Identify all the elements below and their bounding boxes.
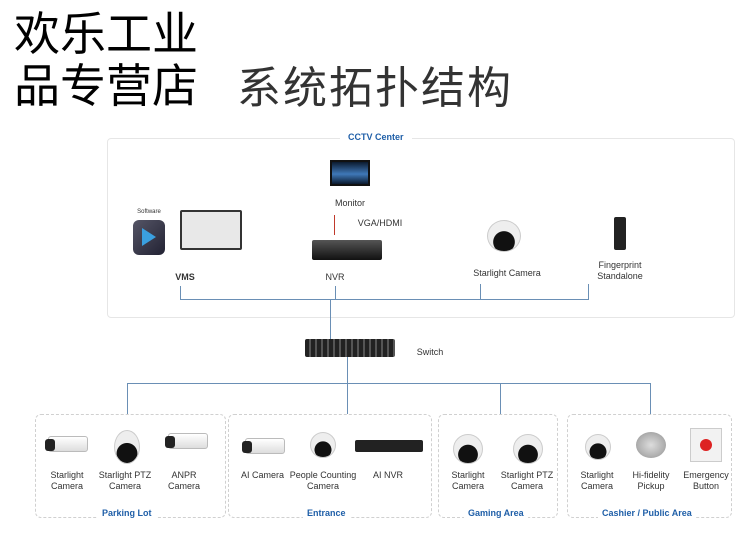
anpr-camera-icon <box>165 433 208 449</box>
emergency-button-icon <box>690 428 722 462</box>
software-tag: Software <box>137 209 161 215</box>
ptz-camera-icon <box>114 430 140 464</box>
connector <box>330 299 331 339</box>
page-title: 系统拓扑结构 <box>237 63 513 114</box>
fingerprint-label: Fingerprint Standalone <box>597 260 643 281</box>
starlight-camera-label: Starlight Camera <box>473 268 541 278</box>
ptz-camera-icon <box>513 434 543 464</box>
connector <box>347 357 348 384</box>
center-bus-line <box>180 299 589 300</box>
dome-camera-icon <box>487 220 521 252</box>
nvr-icon <box>312 240 382 260</box>
connector <box>650 383 651 414</box>
device-label: AI Camera <box>240 470 284 480</box>
connector <box>335 286 336 299</box>
device-label: ANPR Camera <box>167 470 200 491</box>
zone-parking-lot <box>35 414 226 518</box>
zone-label: Gaming Area <box>464 508 528 518</box>
connector <box>588 284 589 299</box>
device-label: Starlight PTZ Camera <box>500 470 554 491</box>
dome-camera-icon <box>453 434 483 464</box>
zone-bus-line <box>127 383 651 384</box>
connector <box>127 383 128 414</box>
switch-label: Switch <box>416 347 444 357</box>
people-counting-camera-icon <box>310 432 336 458</box>
device-label: People Counting Camera <box>289 470 357 491</box>
bullet-camera-icon <box>45 436 88 452</box>
computer-icon <box>180 210 242 250</box>
monitor-icon <box>330 160 370 186</box>
ai-camera-icon <box>242 438 285 454</box>
device-label: AI NVR <box>372 470 403 480</box>
monitor-label: Monitor <box>334 198 365 208</box>
connector <box>500 383 501 414</box>
hdmi-cable <box>334 215 335 235</box>
device-label: Hi-fidelity Pickup <box>632 470 670 491</box>
connector <box>180 286 181 299</box>
zone-label: Parking Lot <box>98 508 156 518</box>
watermark: 欢乐工业品专营店 <box>14 7 198 113</box>
device-label: Starlight Camera <box>580 470 614 491</box>
zone-label: Cashier / Public Area <box>598 508 696 518</box>
vms-software-icon <box>133 220 165 255</box>
connector <box>480 284 481 299</box>
cctv-center-box <box>107 138 735 318</box>
fingerprint-reader-icon <box>614 217 626 250</box>
cctv-center-label: CCTV Center <box>340 132 412 142</box>
switch-icon <box>305 339 395 357</box>
zone-label: Entrance <box>303 508 350 518</box>
device-label: Starlight Camera <box>451 470 485 491</box>
dome-camera-icon <box>585 434 611 460</box>
connector <box>347 383 348 414</box>
nvr-label: NVR <box>325 272 345 282</box>
vga-hdmi-label: VGA/HDMI <box>357 218 403 228</box>
zone-gaming-area <box>438 414 558 518</box>
zone-entrance <box>228 414 432 518</box>
device-label: Emergency Button <box>683 470 729 491</box>
device-label: Starlight Camera <box>50 470 84 491</box>
vms-label: VMS <box>175 272 195 282</box>
ai-nvr-icon <box>355 440 423 452</box>
audio-pickup-icon <box>636 432 666 458</box>
device-label: Starlight PTZ Camera <box>98 470 152 491</box>
